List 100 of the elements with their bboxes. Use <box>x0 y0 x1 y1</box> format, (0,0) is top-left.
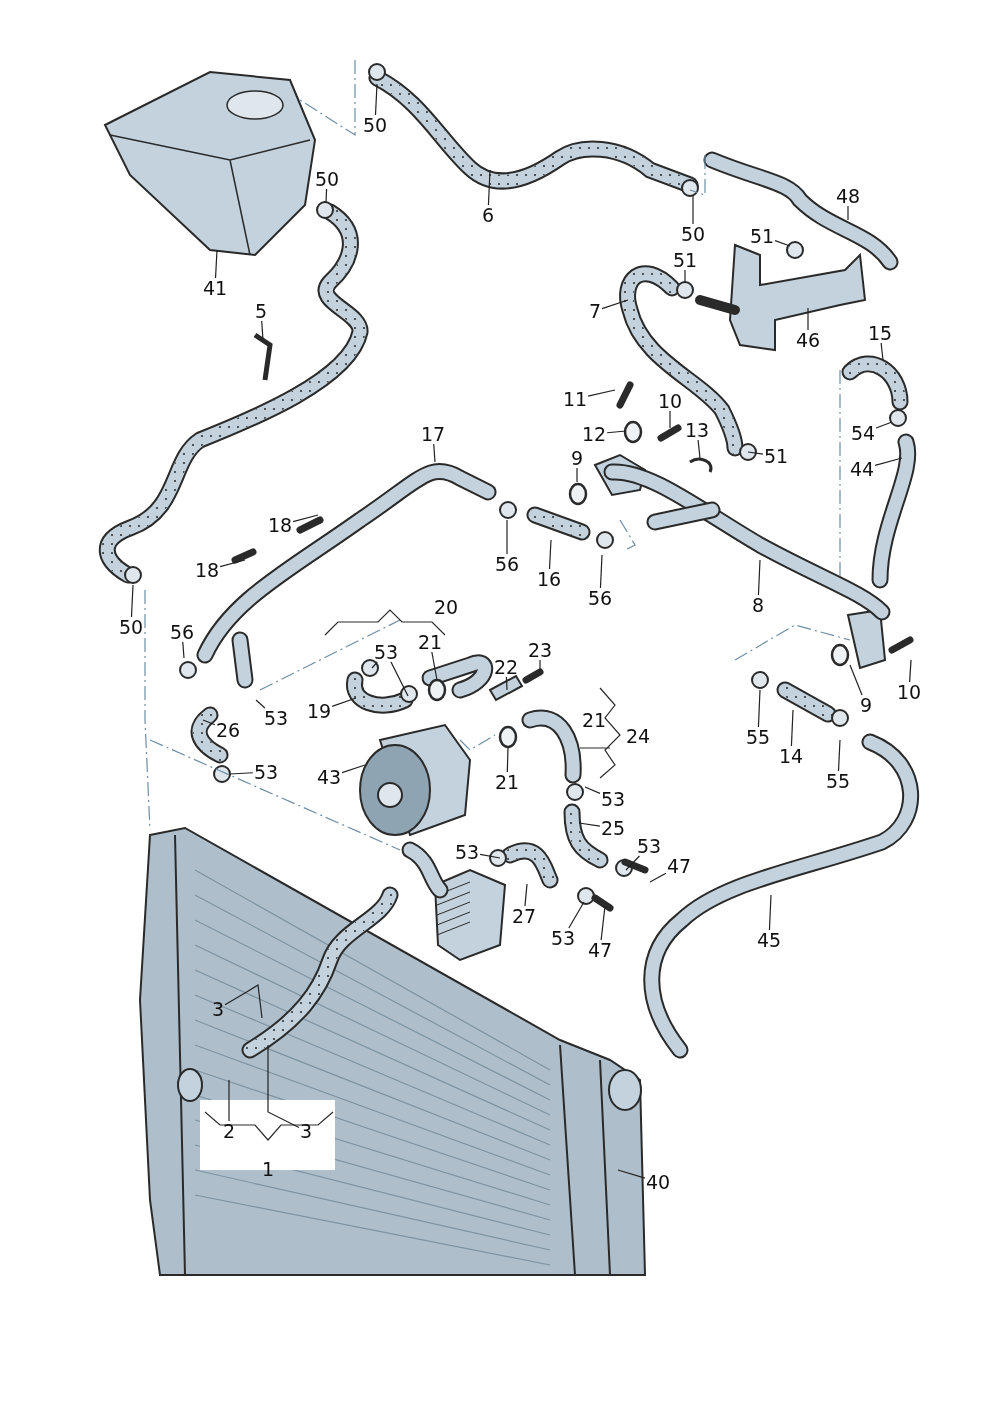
callout-number: 50 <box>679 224 707 244</box>
callout-number: 9 <box>858 695 874 715</box>
leader-line <box>606 430 627 434</box>
leader-line <box>341 764 366 774</box>
callout-number: 53 <box>252 762 280 782</box>
leader-line <box>539 659 541 671</box>
callout-number: 51 <box>671 250 699 270</box>
callout-number: 25 <box>599 818 627 838</box>
callout-number: 44 <box>848 459 876 479</box>
leader-line <box>506 519 508 555</box>
group-number: 24 <box>624 726 652 746</box>
callout-number: 27 <box>510 906 538 926</box>
leader-line <box>584 786 601 794</box>
leader-line <box>255 699 266 709</box>
callout-number: 47 <box>586 940 614 960</box>
leader-line <box>600 905 606 941</box>
callout-number: 15 <box>866 323 894 343</box>
callout-number: 55 <box>744 727 772 747</box>
leader-line <box>790 709 794 747</box>
callout-number: 53 <box>635 836 663 856</box>
leader-line <box>229 772 254 775</box>
leader-line <box>649 872 667 883</box>
group-number: 20 <box>432 597 460 617</box>
callout-number: 45 <box>755 930 783 950</box>
callout-number: 43 <box>315 767 343 787</box>
leader-line <box>757 689 761 728</box>
callout-number: 40 <box>644 1172 672 1192</box>
leader-line <box>331 697 357 707</box>
callout-number: 6 <box>480 205 496 225</box>
callout-number: 56 <box>586 588 614 608</box>
callout-number: 41 <box>201 278 229 298</box>
leader-line <box>587 389 616 397</box>
group-number: 21 <box>580 710 608 730</box>
leader-line <box>692 195 694 225</box>
callout-number: 56 <box>168 622 196 642</box>
leader-line <box>228 1079 230 1122</box>
callout-number: 23 <box>526 640 554 660</box>
callout-number: 10 <box>895 682 923 702</box>
leader-line <box>524 883 528 907</box>
leader-line <box>568 901 585 929</box>
leader-line <box>774 240 791 247</box>
callout-number: 2 <box>221 1121 237 1141</box>
leader-line <box>909 659 912 683</box>
leader-line <box>601 299 629 310</box>
leader-line <box>578 822 601 827</box>
leader-line <box>261 320 264 341</box>
callout-number: 5 <box>253 301 269 321</box>
leader-line <box>757 559 761 596</box>
callout-number: 21 <box>416 632 444 652</box>
leader-line <box>505 676 508 691</box>
callout-number: 53 <box>262 708 290 728</box>
leader-line <box>880 342 884 361</box>
callout-number: 12 <box>580 424 608 444</box>
group-number: 1 <box>260 1159 276 1179</box>
callout-number: 19 <box>305 701 333 721</box>
callout-number: 26 <box>214 720 242 740</box>
callout-number: 46 <box>794 330 822 350</box>
leader-line <box>433 443 436 463</box>
leader-line <box>807 307 809 331</box>
callout-number: 55 <box>824 771 852 791</box>
leader-line <box>849 664 863 696</box>
callout-number: 22 <box>492 657 520 677</box>
leader-line <box>576 467 578 483</box>
callout-number: 3 <box>298 1121 314 1141</box>
callout-number: 53 <box>453 842 481 862</box>
leader-line <box>292 514 319 523</box>
callout-number: 50 <box>361 115 389 135</box>
callout-number: 17 <box>419 424 447 444</box>
leader-line <box>847 205 849 221</box>
leader-line <box>874 457 903 466</box>
callout-number: 14 <box>777 746 805 766</box>
callout-number: 21 <box>493 772 521 792</box>
leader-line <box>214 249 218 279</box>
leader-line <box>431 651 438 681</box>
callout-number: 53 <box>372 642 400 662</box>
callout-number: 48 <box>834 186 862 206</box>
callout-number: 50 <box>117 617 145 637</box>
callout-number: 18 <box>193 560 221 580</box>
callout-number: 16 <box>535 569 563 589</box>
leader-line <box>224 984 263 1019</box>
callout-number: 51 <box>748 226 776 246</box>
callout-number: 54 <box>849 423 877 443</box>
leader-line <box>747 451 764 455</box>
callout-number: 50 <box>313 169 341 189</box>
callout-number: 8 <box>750 595 766 615</box>
leader-line <box>325 188 328 204</box>
callout-number: 7 <box>587 301 603 321</box>
callout-number: 10 <box>656 391 684 411</box>
callout-number: 18 <box>266 515 294 535</box>
leader-line <box>374 83 378 116</box>
leader-line <box>697 439 701 459</box>
leader-line <box>669 410 671 429</box>
leader-line <box>768 894 772 931</box>
callout-number: 3 <box>210 999 226 1019</box>
leader-line <box>875 421 893 429</box>
leader-line <box>599 554 603 589</box>
leader-line <box>625 855 640 871</box>
callout-number: 47 <box>665 856 693 876</box>
callout-number: 9 <box>569 448 585 468</box>
callout-number: 11 <box>561 389 589 409</box>
